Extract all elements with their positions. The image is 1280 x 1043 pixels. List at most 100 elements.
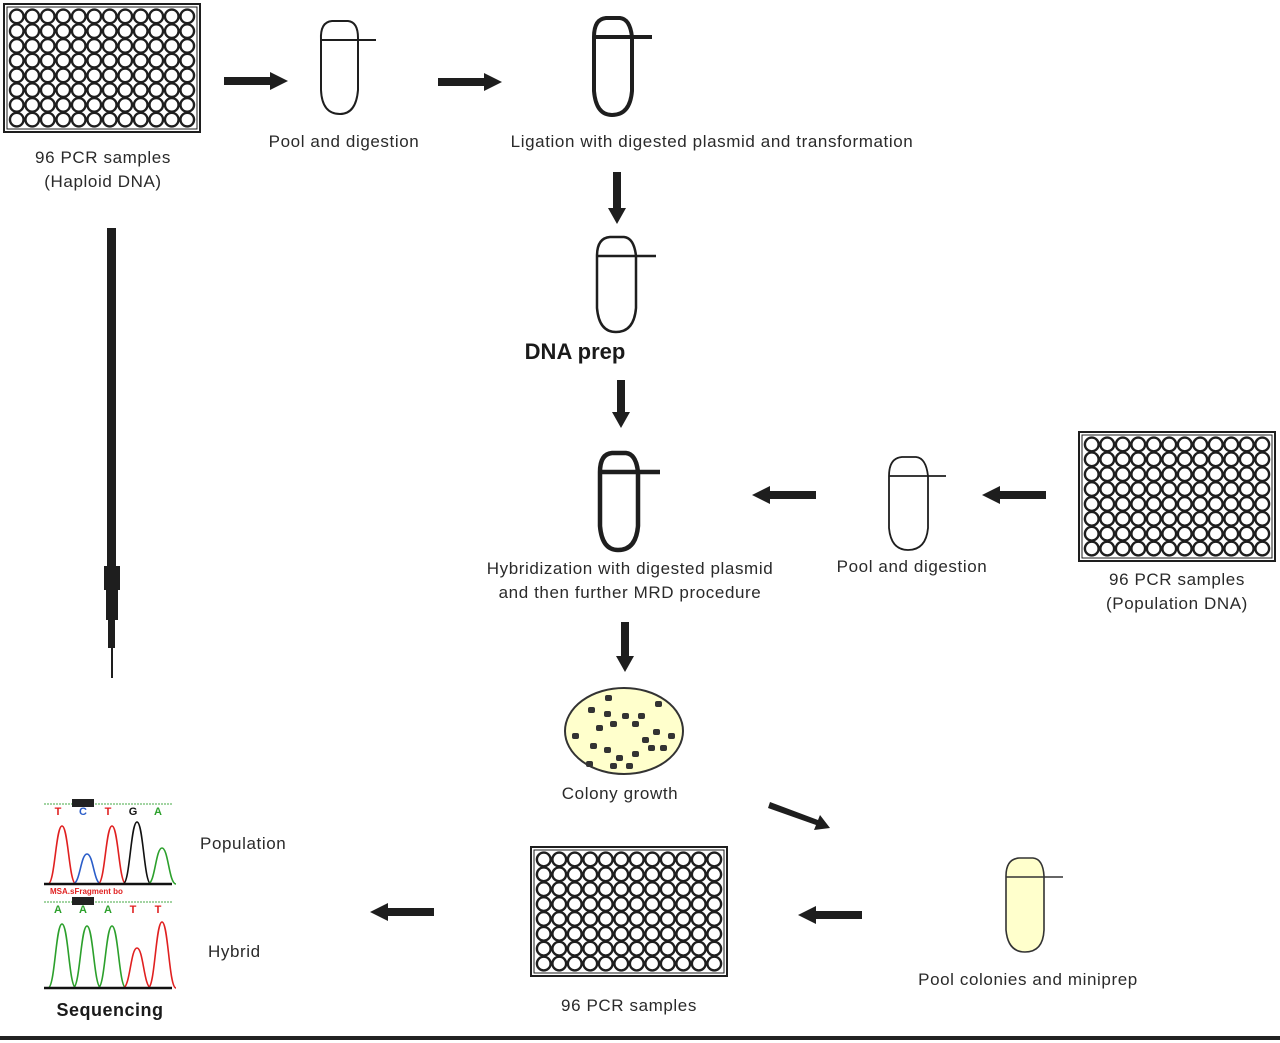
- well: [1192, 466, 1209, 483]
- well: [613, 866, 630, 883]
- well: [70, 23, 87, 40]
- well: [535, 851, 552, 868]
- well: [163, 37, 180, 54]
- trace-peak: [97, 925, 127, 989]
- well: [1176, 481, 1193, 498]
- colony-dot: [632, 721, 639, 727]
- well: [1114, 436, 1131, 453]
- well: [1130, 436, 1147, 453]
- well: [1223, 540, 1240, 557]
- trace-peak: [72, 853, 102, 885]
- well: [1161, 510, 1178, 527]
- well: [613, 910, 630, 927]
- well: [551, 925, 568, 942]
- well: [39, 23, 56, 40]
- well: [70, 96, 87, 113]
- well: [101, 52, 118, 69]
- well: [644, 896, 661, 913]
- well: [117, 23, 134, 40]
- well: [1161, 540, 1178, 557]
- well: [535, 896, 552, 913]
- well: [1192, 481, 1209, 498]
- trace-peak: [122, 947, 152, 989]
- well: [535, 955, 552, 972]
- well: [675, 896, 692, 913]
- well: [70, 111, 87, 128]
- base-call: A: [79, 904, 87, 916]
- well: [1114, 540, 1131, 557]
- well: [117, 82, 134, 99]
- well: [148, 37, 165, 54]
- well: [597, 896, 614, 913]
- well: [675, 925, 692, 942]
- well: [8, 52, 25, 69]
- colony-dot: [605, 695, 612, 701]
- well: [39, 111, 56, 128]
- well: [1254, 466, 1271, 483]
- miniprep-label: Pool colonies and miniprep: [918, 970, 1138, 989]
- well: [1083, 540, 1100, 557]
- well: [86, 67, 103, 84]
- well: [597, 851, 614, 868]
- well: [179, 96, 196, 113]
- trace-peak: [147, 921, 177, 989]
- well: [117, 111, 134, 128]
- well: [690, 866, 707, 883]
- well: [551, 866, 568, 883]
- well: [1114, 495, 1131, 512]
- well: [1207, 436, 1224, 453]
- colony-dot: [596, 725, 603, 731]
- base-call: G: [129, 806, 138, 818]
- tube-icon: [595, 235, 656, 334]
- well: [628, 955, 645, 972]
- well: [659, 866, 676, 883]
- well: [675, 955, 692, 972]
- tube-icon: [888, 456, 946, 551]
- well: [1192, 495, 1209, 512]
- pool-digestion-top-label: Pool and digestion: [268, 132, 420, 151]
- well: [1192, 451, 1209, 468]
- well: [55, 23, 72, 40]
- well: [101, 23, 118, 40]
- well: [644, 910, 661, 927]
- well: [1176, 436, 1193, 453]
- well: [39, 52, 56, 69]
- population-plate-label-line2: (Population DNA): [1106, 594, 1248, 613]
- well: [1238, 495, 1255, 512]
- well: [1207, 510, 1224, 527]
- well: [551, 851, 568, 868]
- well: [628, 910, 645, 927]
- well: [1099, 525, 1116, 542]
- well: [163, 23, 180, 40]
- well: [24, 23, 41, 40]
- well: [628, 896, 645, 913]
- population-trace-label: Population: [200, 834, 287, 853]
- well: [163, 111, 180, 128]
- base-call: T: [155, 904, 162, 916]
- well: [1254, 481, 1271, 498]
- well: [24, 37, 41, 54]
- well: [690, 896, 707, 913]
- well: [535, 881, 552, 898]
- well: [1083, 451, 1100, 468]
- well: [1114, 481, 1131, 498]
- arrow-down-icon: [616, 622, 634, 672]
- well: [1161, 451, 1178, 468]
- well: [551, 881, 568, 898]
- colony-dot: [626, 763, 633, 769]
- well: [628, 925, 645, 942]
- well: [659, 881, 676, 898]
- well: [86, 111, 103, 128]
- well: [582, 955, 599, 972]
- arrow-right-icon: [224, 72, 288, 90]
- well: [1238, 481, 1255, 498]
- base-call: A: [104, 904, 112, 916]
- well: [1254, 525, 1271, 542]
- well: [132, 67, 149, 84]
- well: [659, 851, 676, 868]
- well: [179, 111, 196, 128]
- pcr-plate-bottom-label: 96 PCR samples: [561, 996, 697, 1015]
- well: [179, 52, 196, 69]
- well: [1223, 466, 1240, 483]
- well: [117, 37, 134, 54]
